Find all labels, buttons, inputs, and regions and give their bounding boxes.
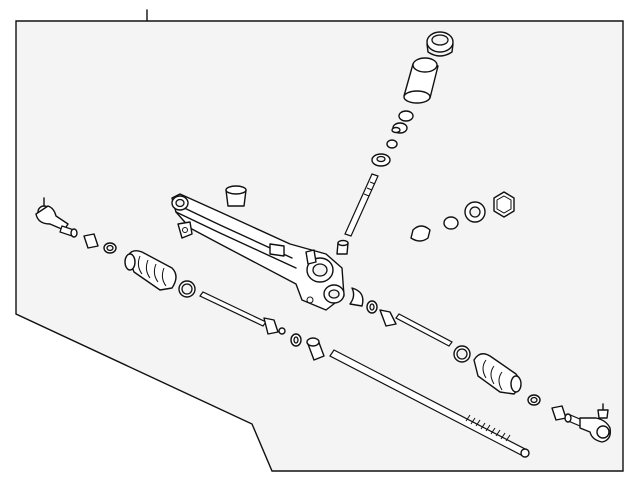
rack-bushing (306, 337, 325, 361)
outer-tie-rod-right (564, 403, 612, 443)
washer-left (290, 333, 302, 347)
outer-tie-rod-left (35, 197, 78, 238)
steering-rack (329, 349, 530, 458)
boot-clamp-right (453, 345, 471, 363)
diagram-panel (15, 20, 624, 472)
jam-nut-left (83, 233, 99, 249)
boot-clip-right (527, 394, 541, 406)
rack-guide (410, 225, 431, 242)
pinion-cap (426, 31, 454, 57)
rack-housing (171, 193, 345, 311)
inner-tie-rod-left (199, 291, 286, 335)
hex-nut (493, 191, 515, 218)
rack-boot-left (124, 249, 177, 291)
rack-seal-right (349, 287, 378, 314)
mount-bushing (225, 185, 247, 207)
pinion-nut (336, 239, 349, 255)
inner-tie-rod-right (379, 309, 453, 347)
boot-clip-left (103, 242, 117, 254)
pinion-shaft (344, 173, 379, 237)
pinion-bushing (403, 57, 439, 104)
boot-clamp-left (178, 280, 196, 298)
pinion-seal-stack (371, 110, 414, 167)
spring (443, 216, 459, 230)
rack-boot-right (473, 353, 522, 395)
adjuster-plug (464, 201, 486, 223)
